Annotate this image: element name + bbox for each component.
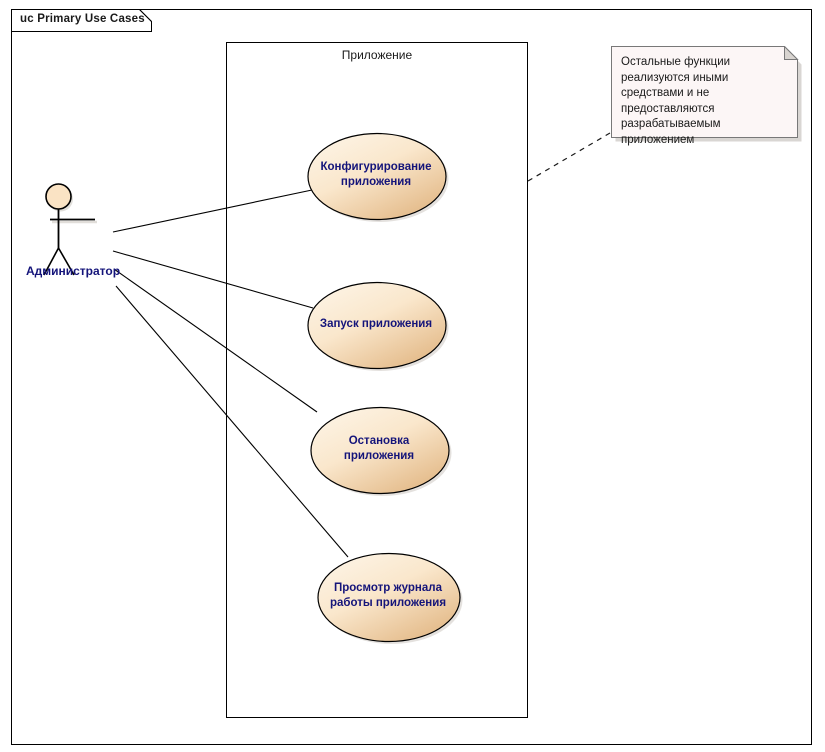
use-case-stop-label: Остановка приложения <box>343 435 415 462</box>
diagram-frame-border <box>11 9 812 745</box>
use-case-stop[interactable]: Остановка приложения <box>308 406 454 498</box>
actor-admin[interactable] <box>20 180 130 290</box>
frame-tab-shape-icon <box>11 9 152 32</box>
system-boundary-label: Приложение <box>341 48 413 62</box>
diagram-frame-tab: uc Primary Use Cases <box>11 9 152 32</box>
use-case-ellipse-icon <box>317 552 463 644</box>
use-case-ellipse-icon <box>307 132 449 222</box>
stick-figure-actor-icon <box>43 183 97 276</box>
use-case-start-label: Запуск приложения <box>319 317 433 330</box>
note-shape-icon <box>611 45 802 142</box>
note-box[interactable]: Остальные функции реализуются иными сред… <box>611 45 802 146</box>
use-case-ellipse-icon <box>307 281 449 371</box>
frame-title: uc Primary Use Cases <box>20 13 145 25</box>
use-case-configure[interactable]: Конфигурирование приложения <box>305 132 451 224</box>
actor-admin-label: Администратор <box>25 264 121 278</box>
use-case-view-log[interactable]: Просмотр журнала работы приложения <box>314 552 466 646</box>
note-text: Остальные функции реализуются иными сред… <box>621 56 731 146</box>
use-case-ellipse-icon <box>310 406 452 496</box>
use-case-start[interactable]: Запуск приложения <box>305 281 451 373</box>
use-case-view-log-label: Просмотр журнала работы приложения <box>329 582 447 609</box>
use-case-configure-label: Конфигурирование приложения <box>320 161 432 188</box>
